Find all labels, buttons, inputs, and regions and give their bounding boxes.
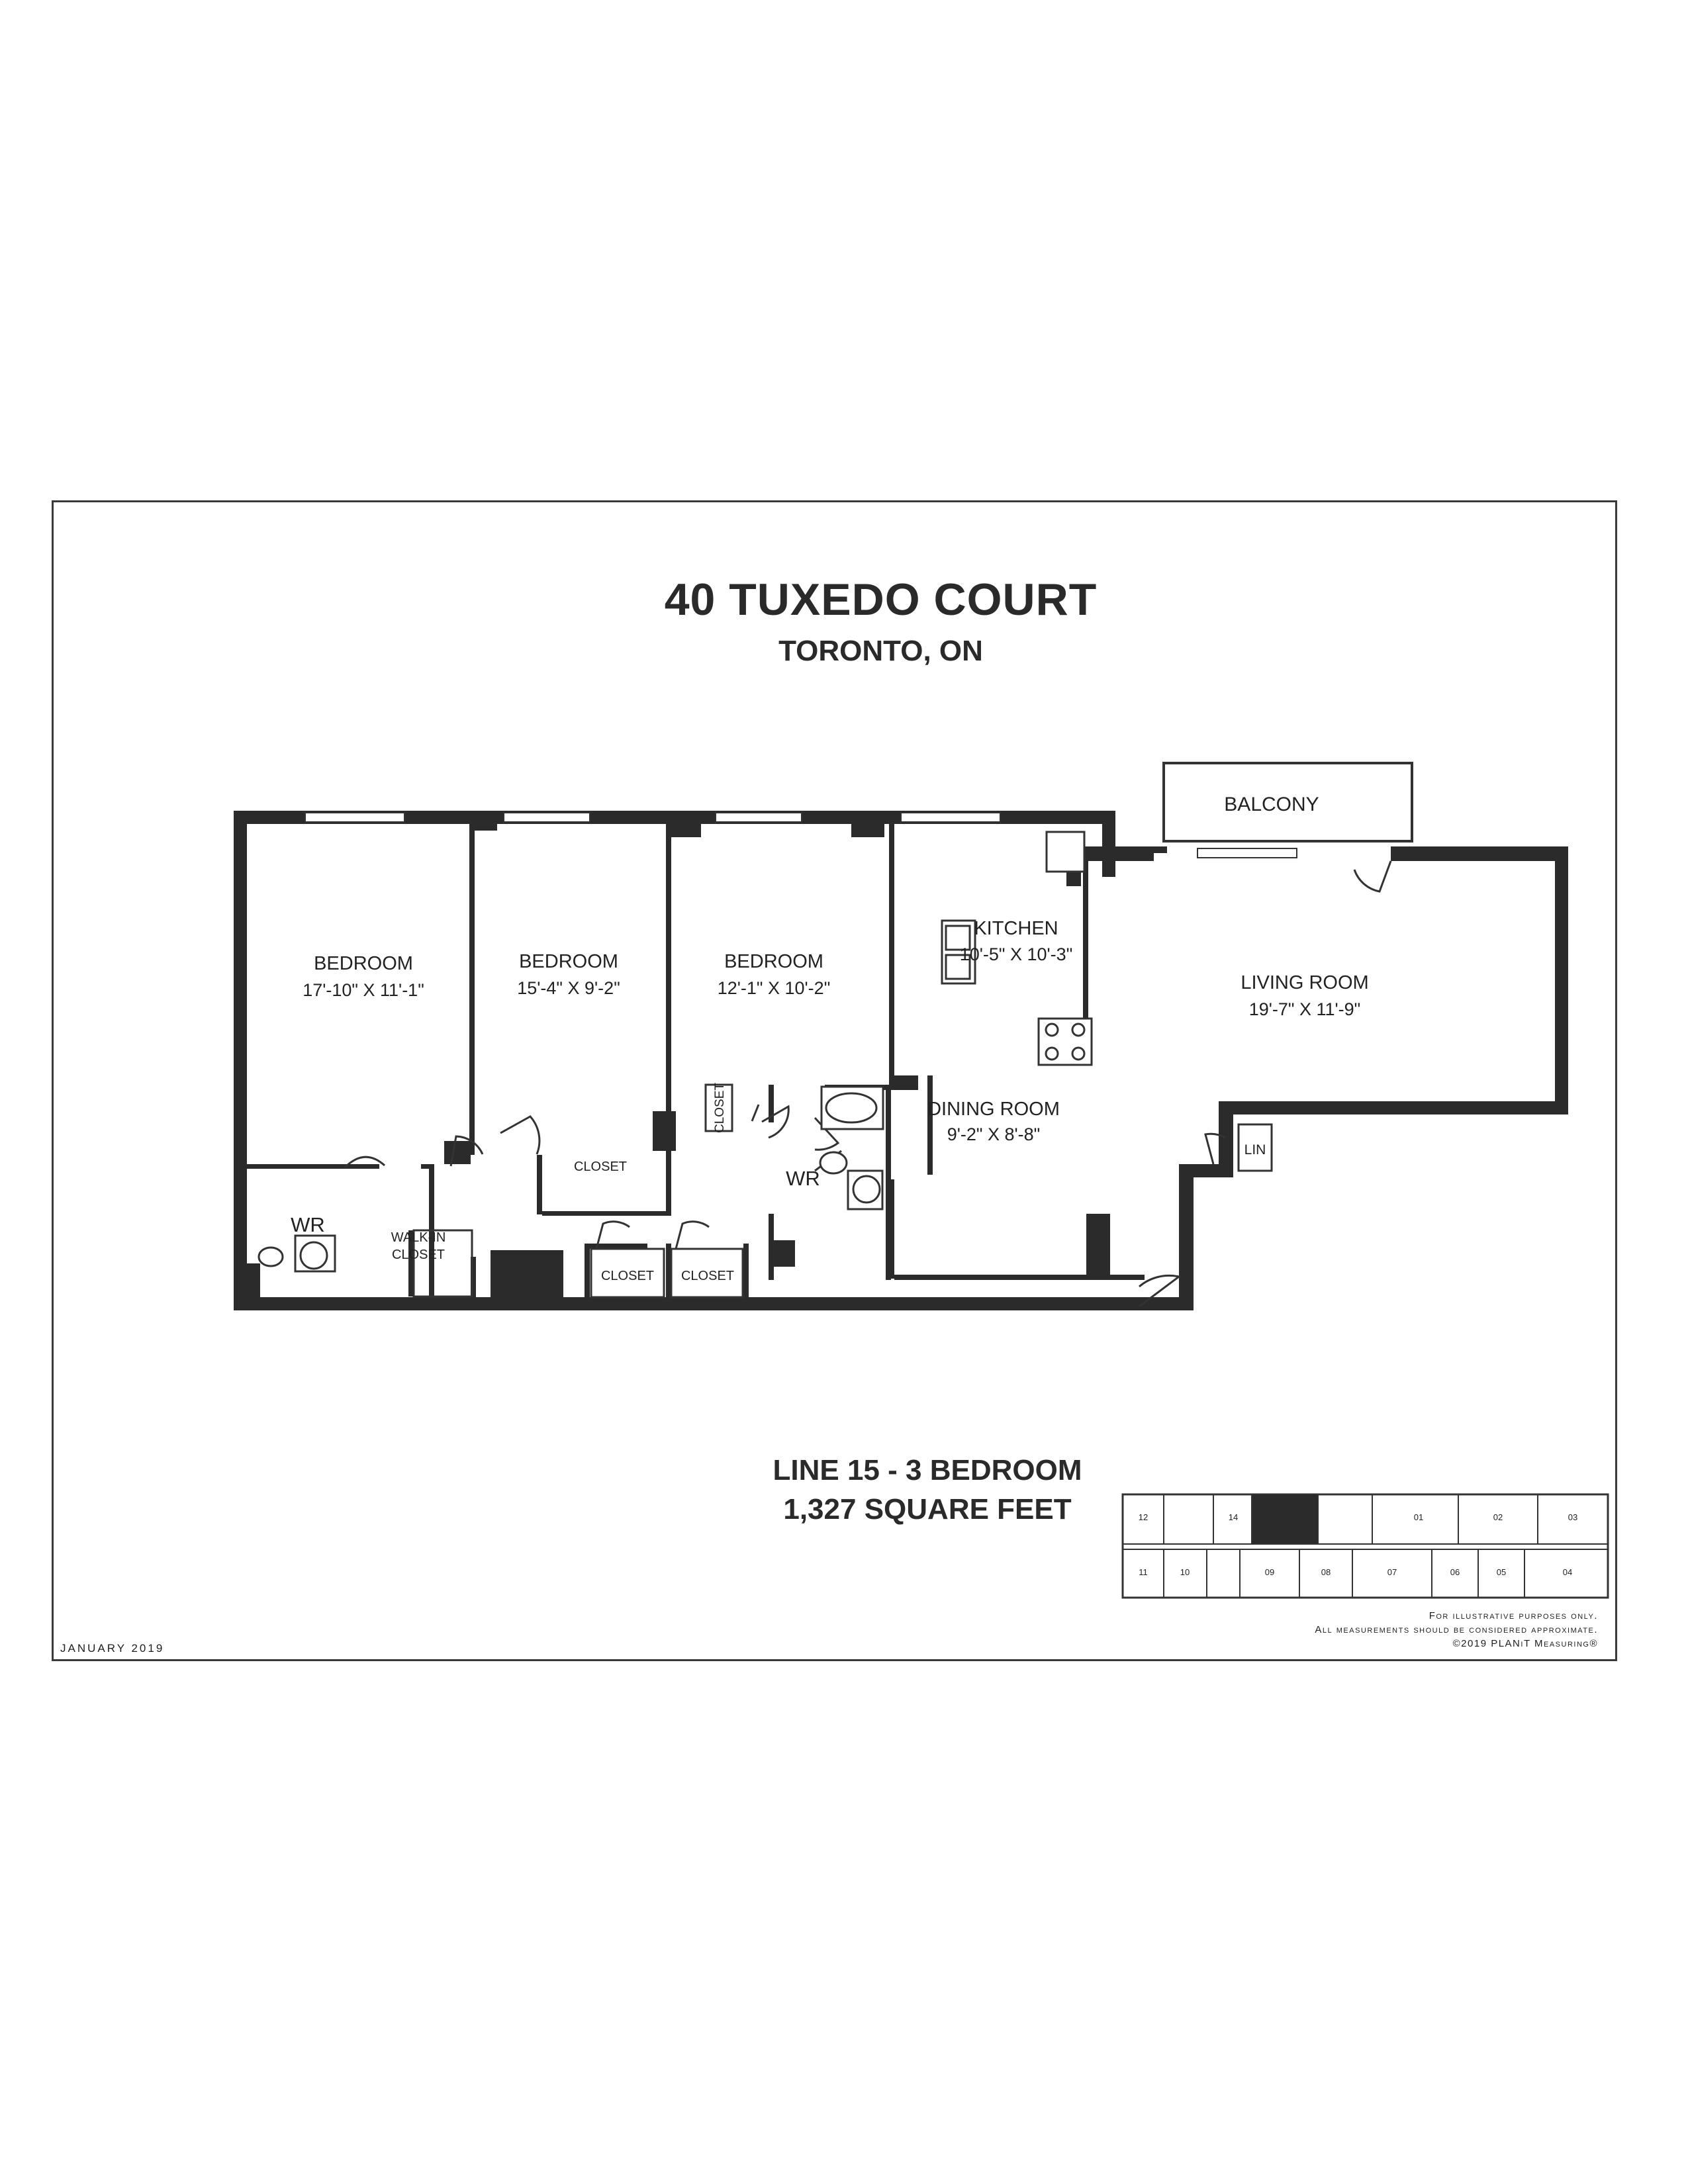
disclaimer: For illustrative purposes only. All meas… bbox=[1315, 1609, 1598, 1651]
bedroom1-dims: 17'-10" X 11'-1" bbox=[303, 980, 424, 1000]
bedroom2-name: BEDROOM bbox=[519, 951, 618, 972]
floor-plan: BEDROOM 17'-10" X 11'-1" BEDROOM 15'-4" … bbox=[234, 762, 1568, 1310]
keyplan-unit-08: 08 bbox=[1321, 1567, 1331, 1577]
suite-area-label: 1,327 SQUARE FEET bbox=[783, 1493, 1072, 1525]
keyplan-unit-11: 11 bbox=[1139, 1567, 1148, 1577]
copyright-line: ©2019 PLANiT Measuring® bbox=[1452, 1638, 1598, 1649]
kitchen-name: KITCHEN bbox=[974, 918, 1058, 939]
bedroom2-dims: 15'-4" X 9'-2" bbox=[517, 978, 620, 998]
keyplan-unit-04: 04 bbox=[1563, 1567, 1572, 1577]
keyplan-unit-03: 03 bbox=[1568, 1512, 1577, 1522]
keyplan-unit-14: 14 bbox=[1229, 1512, 1238, 1522]
key-plan: 12 14 01 02 03 11 10 09 08 07 06 05 04 bbox=[1121, 1493, 1609, 1599]
building-title: 40 TUXEDO COURT bbox=[664, 574, 1098, 625]
keyplan-unit-01: 01 bbox=[1414, 1512, 1423, 1522]
walkin-closet-label-1: WALK-IN bbox=[391, 1230, 446, 1245]
keyplan-unit-09: 09 bbox=[1265, 1567, 1274, 1577]
kitchen-dims: 10'-5" X 10'-3" bbox=[960, 944, 1073, 964]
bedroom3-dims: 12'-1" X 10'-2" bbox=[718, 978, 831, 998]
floor-plan-sheet: 40 TUXEDO COURT TORONTO, ON bbox=[52, 500, 1617, 1661]
door-swings bbox=[344, 860, 1392, 1308]
dining-room-dims: 9'-2" X 8'-8" bbox=[947, 1124, 1041, 1144]
keyplan-unit-07: 07 bbox=[1387, 1567, 1397, 1577]
highlighted-unit-15 bbox=[1252, 1494, 1318, 1543]
washroom1-label: WR bbox=[291, 1213, 325, 1236]
keyplan-unit-06: 06 bbox=[1450, 1567, 1460, 1577]
suite-line-label: LINE 15 - 3 BEDROOM bbox=[773, 1454, 1082, 1486]
keyplan-unit-12: 12 bbox=[1139, 1512, 1148, 1522]
bedroom1-name: BEDROOM bbox=[314, 953, 413, 974]
interior-walls bbox=[247, 824, 1145, 1303]
bedroom3-closet-label: CLOSET bbox=[713, 1083, 727, 1133]
disclaimer-line-1: For illustrative purposes only. bbox=[1429, 1610, 1598, 1621]
living-room-dims: 19'-7" X 11'-9" bbox=[1249, 999, 1361, 1019]
dining-room-name: DINING ROOM bbox=[927, 1099, 1060, 1120]
hall-closet1-label: CLOSET bbox=[601, 1269, 654, 1283]
exterior-walls bbox=[234, 811, 1568, 1310]
keyplan-unit-10: 10 bbox=[1180, 1567, 1190, 1577]
balcony-outline bbox=[1162, 762, 1413, 842]
kitchen-fixtures bbox=[941, 831, 1093, 1066]
plan-date: JANUARY 2019 bbox=[60, 1642, 165, 1655]
living-room-name: LIVING ROOM bbox=[1241, 972, 1368, 993]
walkin-closet-label-2: CLOSET bbox=[392, 1248, 445, 1262]
disclaimer-line-2: All measurements should be considered ap… bbox=[1315, 1624, 1598, 1635]
bathroom-fixtures bbox=[258, 1085, 884, 1273]
city-subtitle: TORONTO, ON bbox=[778, 635, 983, 667]
room-labels: BEDROOM 17'-10" X 11'-1" BEDROOM 15'-4" … bbox=[291, 794, 1369, 1283]
hall-closet2-label: CLOSET bbox=[681, 1269, 734, 1283]
balcony-label: BALCONY bbox=[1224, 794, 1319, 815]
keyplan-unit-02: 02 bbox=[1493, 1512, 1503, 1522]
washroom2-label: WR bbox=[786, 1167, 820, 1190]
keyplan-unit-05: 05 bbox=[1497, 1567, 1506, 1577]
windows bbox=[305, 812, 1297, 858]
bedroom2-closet-label: CLOSET bbox=[574, 1160, 627, 1174]
linen-closet-label: LIN bbox=[1244, 1142, 1266, 1158]
closet-outlines bbox=[412, 1083, 1273, 1298]
bedroom3-name: BEDROOM bbox=[724, 951, 823, 972]
